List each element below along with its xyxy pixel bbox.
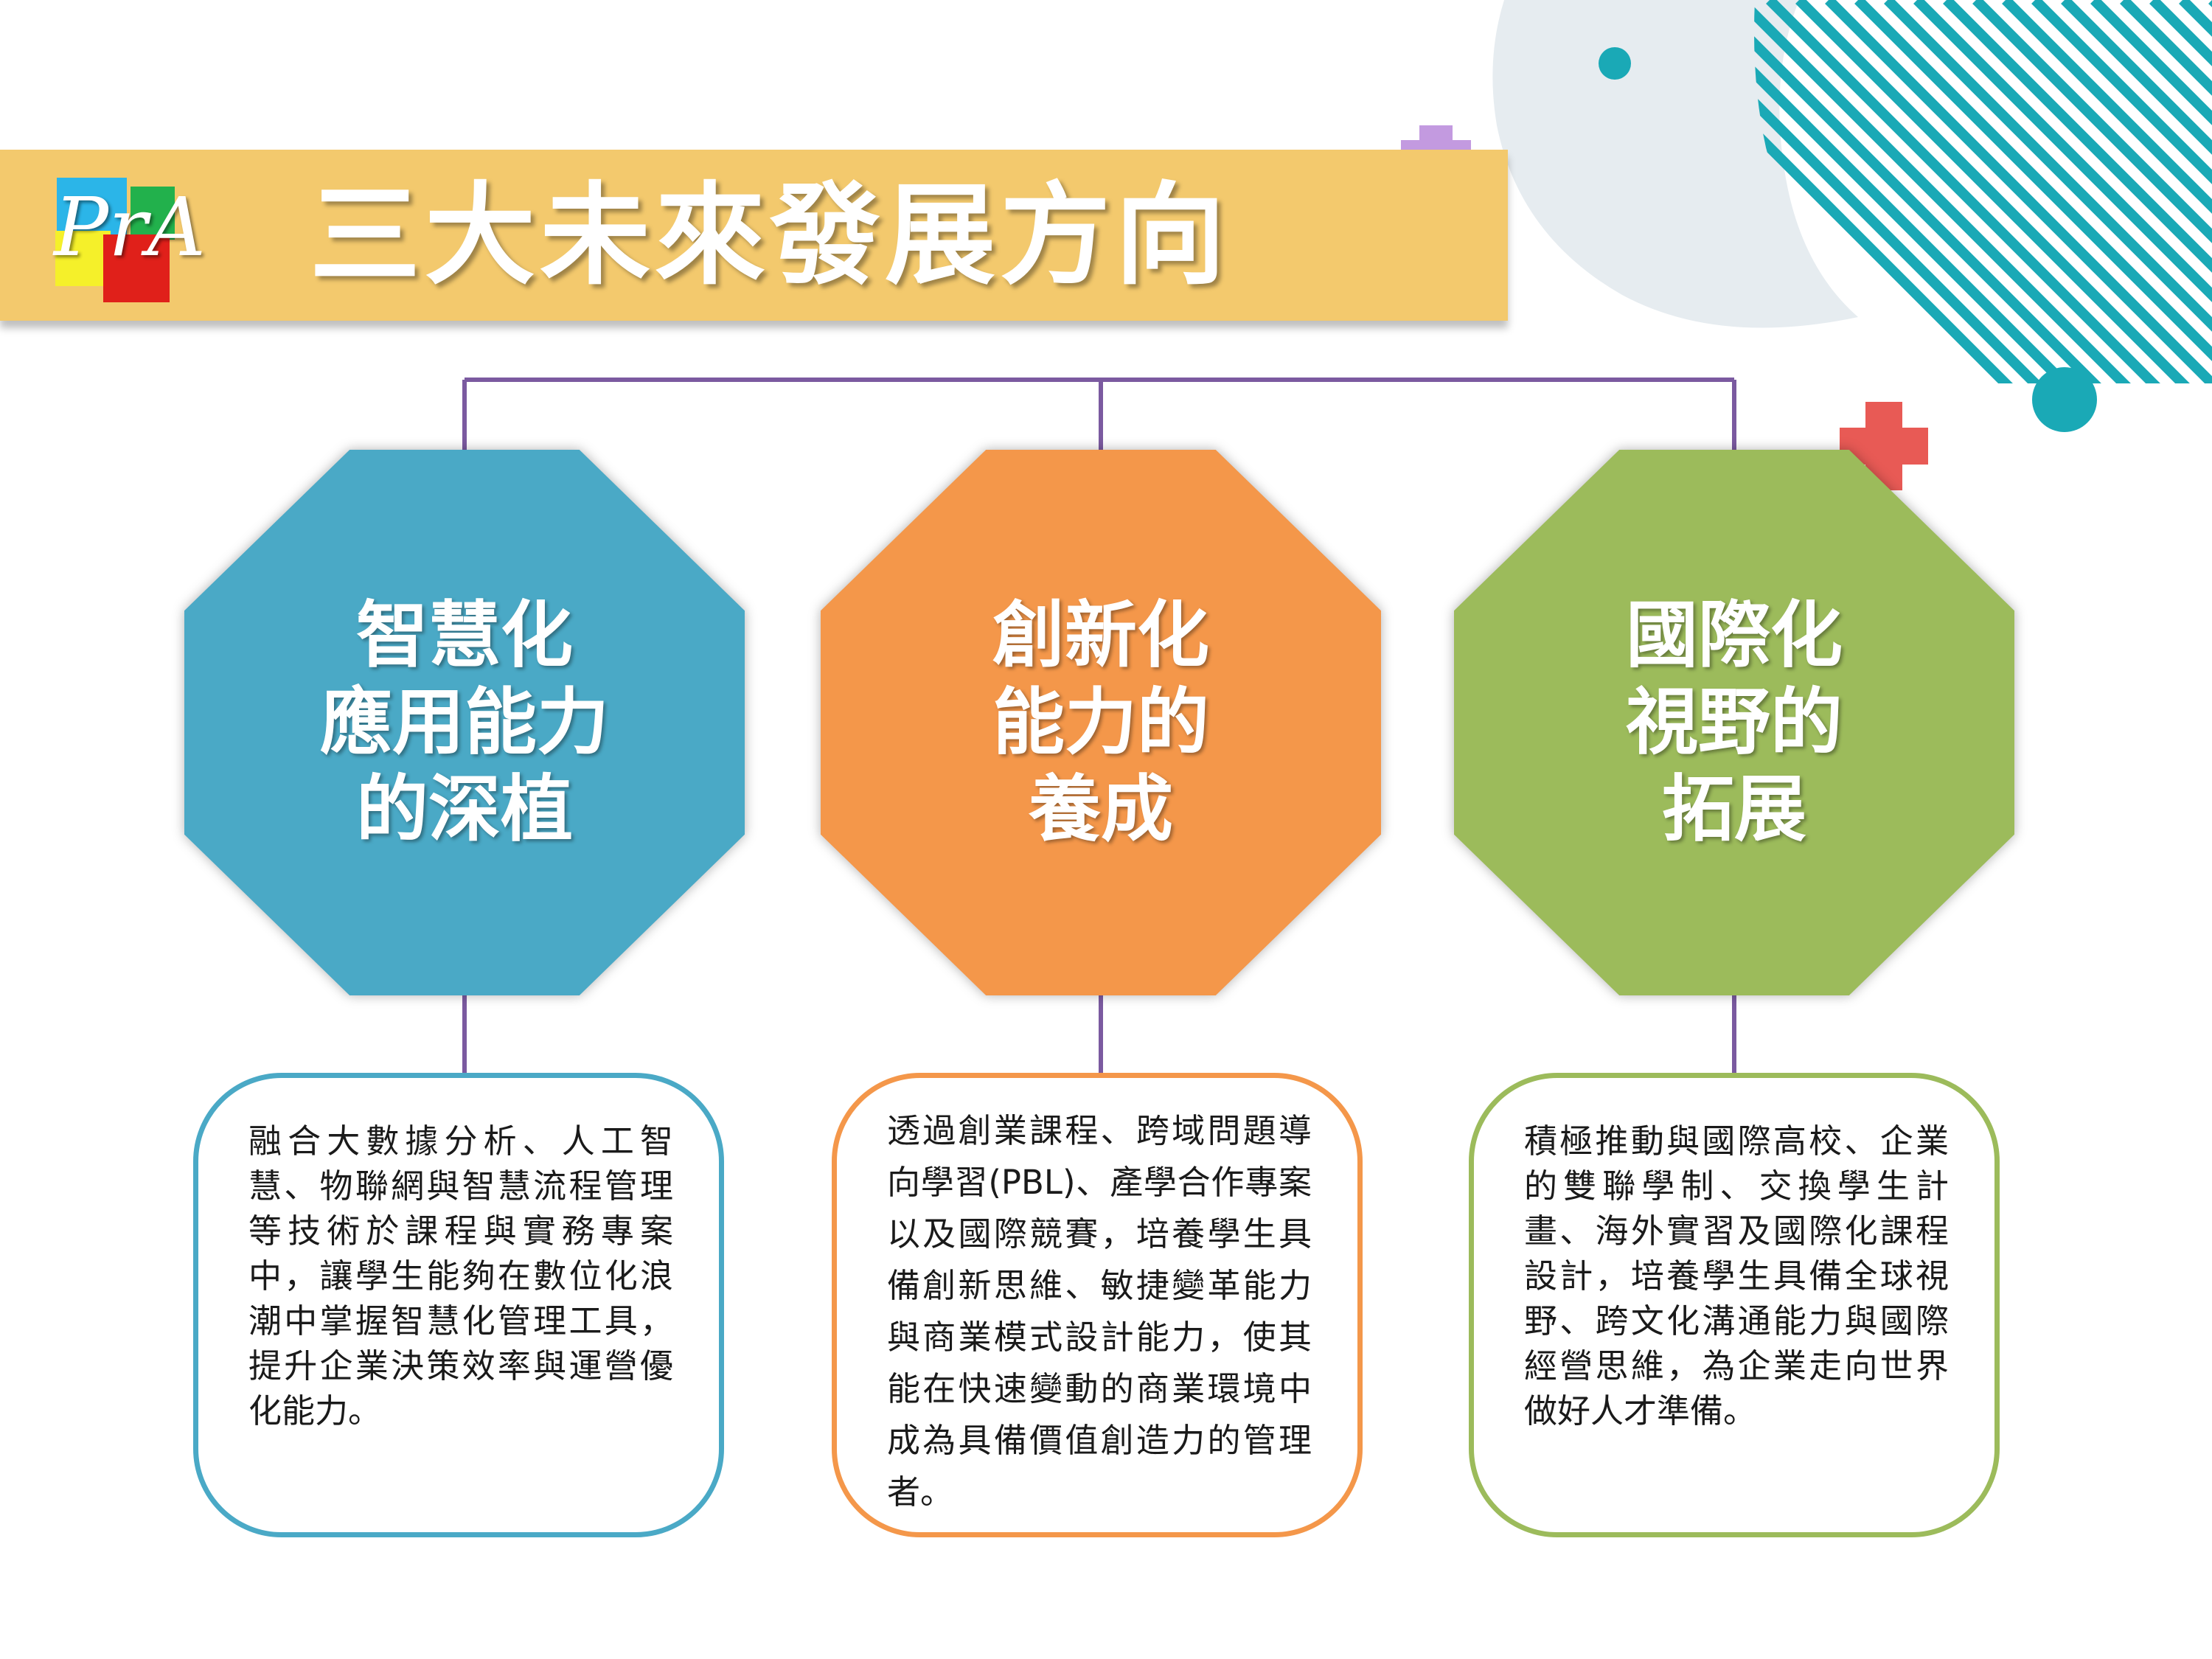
logo-square-yellow bbox=[55, 231, 111, 286]
description-box-innovation: 透過創業課程、跨域問題導向學習(PBL)、產學合作專案以及國際競賽，培養學生具備… bbox=[832, 1073, 1363, 1537]
octagon-title-line: 智慧化 bbox=[355, 594, 573, 678]
octagon-title-line: 國際化 bbox=[1625, 594, 1843, 678]
octagon-title-line: 拓展 bbox=[1661, 768, 1806, 852]
direction-octagon-smart: 智慧化 應用能力 的深植 bbox=[184, 450, 745, 995]
description-text: 透過創業課程、跨域問題導向學習(PBL)、產學合作專案以及國際競賽，培養學生具備… bbox=[887, 1111, 1312, 1512]
stripe-line bbox=[1754, 0, 2186, 383]
title-banner bbox=[0, 150, 1508, 321]
logo-square-red bbox=[103, 234, 170, 302]
page-title: 三大未來發展方向 bbox=[310, 172, 1231, 300]
description-box-smart: 融合大數據分析、人工智慧、物聯網與智慧流程管理等技術於課程與實務專案中，讓學生能… bbox=[193, 1073, 724, 1537]
description-box-international: 積極推動與國際高校、企業的雙聯學制、交換學生計畫、海外實習及國際化課程設計，培養… bbox=[1469, 1073, 2000, 1537]
red-cross-icon bbox=[1840, 402, 1928, 490]
stripe-line bbox=[2090, 0, 2212, 383]
description-text: 融合大數據分析、人工智慧、物聯網與智慧流程管理等技術於課程與實務專案中，讓學生能… bbox=[248, 1121, 673, 1430]
stripe-line bbox=[1943, 0, 2212, 383]
stripe-line bbox=[1766, 0, 2212, 383]
octagon-title-line: 視野的 bbox=[1625, 681, 1843, 765]
octagon-shape bbox=[1454, 450, 2014, 995]
stripe-line bbox=[2031, 0, 2212, 383]
stripe-line bbox=[2120, 0, 2212, 383]
stripe-line bbox=[1854, 0, 2212, 383]
direction-octagon-innovation: 創新化 能力的 養成 bbox=[821, 450, 1381, 995]
striped-pattern bbox=[1754, 0, 2212, 383]
stripe-line bbox=[1825, 0, 2212, 383]
octagon-title-line: 養成 bbox=[1028, 768, 1173, 852]
stripe-line bbox=[1754, 0, 2068, 383]
octagon-title: 國際化 視野的 拓展 bbox=[1454, 450, 2014, 995]
stripe-line bbox=[1795, 0, 2212, 383]
stripe-line bbox=[1972, 0, 2212, 383]
stripe-line bbox=[1754, 0, 2157, 383]
stripe-line bbox=[1913, 0, 2212, 383]
stripe-line bbox=[2002, 0, 2212, 383]
octagon-shape bbox=[821, 450, 1381, 995]
octagon-title: 創新化 能力的 養成 bbox=[821, 450, 1381, 995]
octagon-title-line: 能力的 bbox=[992, 681, 1209, 765]
teal-dot-large bbox=[2032, 367, 2097, 432]
octagon-shape bbox=[184, 450, 745, 995]
stripe-line bbox=[1884, 0, 2212, 383]
logo-square-green bbox=[131, 187, 175, 240]
stripe-line bbox=[1754, 0, 2098, 383]
octagon-title-line: 創新化 bbox=[992, 594, 1209, 678]
octagon-title: 智慧化 應用能力 的深植 bbox=[184, 450, 745, 995]
stripe-line bbox=[2061, 0, 2212, 383]
direction-octagon-international: 國際化 視野的 拓展 bbox=[1454, 450, 2014, 995]
teal-dot-small bbox=[1599, 47, 1631, 80]
department-logo: PrA bbox=[48, 172, 206, 305]
description-text: 積極推動與國際高校、企業的雙聯學制、交換學生計畫、海外實習及國際化課程設計，培養… bbox=[1524, 1121, 1949, 1430]
octagon-title-line: 應用能力 bbox=[319, 681, 609, 765]
octagon-title-line: 的深植 bbox=[355, 768, 573, 852]
